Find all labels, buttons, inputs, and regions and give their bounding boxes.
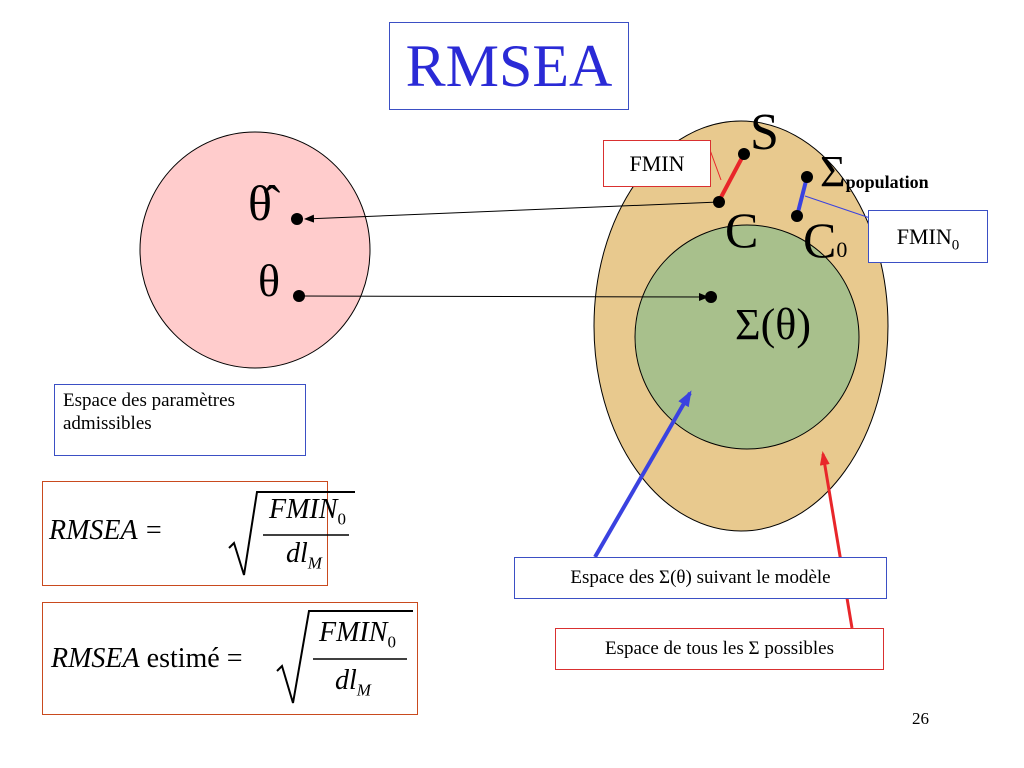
c0-main: C	[803, 212, 837, 268]
parameter-space-caption-line2: admissibles	[63, 413, 152, 434]
arrow-theta-to-sigma-theta	[298, 292, 709, 301]
sigma-population-symbol: Σpopulation	[820, 150, 929, 194]
theta-hat-dot	[291, 213, 303, 225]
fmin0-subscript: 0	[951, 237, 960, 254]
c-dot	[713, 196, 725, 208]
all-space-caption: Espace de tous les Σ possibles	[555, 628, 884, 670]
denominator-subscript: M	[356, 680, 371, 700]
c0-dot	[791, 210, 803, 222]
page-number: 26	[912, 709, 929, 728]
c0-subscript: 0	[836, 237, 848, 262]
rmsea-estimated-formula-lhs: RMSEA estimé =	[51, 643, 243, 675]
rmsea-estimated-formula-radical	[276, 610, 413, 704]
theta-symbol: θ	[258, 255, 281, 306]
fmin-label-box: FMIN	[603, 140, 711, 187]
s-symbol: S	[750, 104, 779, 161]
denominator-subscript: M	[307, 553, 322, 573]
rmsea-formula-lhs: RMSEA =	[49, 515, 164, 546]
all-space-pointer-arrow	[819, 451, 854, 629]
fmin0-label-connector	[804, 195, 871, 219]
model-space-caption: Espace des Σ(θ) suivant le modèle	[514, 557, 887, 599]
denominator-text: dl	[335, 665, 357, 696]
sigma-theta-dot	[705, 291, 717, 303]
population-subscript: population	[845, 172, 929, 192]
rmsea-formula-denominator: dlM	[286, 538, 322, 574]
model-space-pointer-arrow	[593, 390, 692, 559]
slide-title: RMSEA	[389, 22, 629, 110]
c-symbol: C	[725, 202, 759, 258]
numerator-subscript: 0	[387, 632, 396, 652]
c0-symbol: C0	[803, 215, 847, 265]
fmin-segment	[717, 153, 746, 202]
denominator-text: dl	[286, 538, 308, 569]
rmsea-italic: RMSEA	[51, 643, 140, 674]
arrow-c-to-theta-hat	[304, 201, 720, 223]
rmsea-formula-radical	[228, 491, 355, 576]
estime-text: estimé =	[139, 643, 243, 674]
parameter-space-circle	[139, 131, 371, 369]
numerator-text: FMIN	[269, 494, 338, 525]
rmsea-estimated-formula-denominator: dlM	[335, 665, 371, 701]
fmin-label-connector	[709, 149, 722, 181]
rmsea-formula-numerator: FMIN0	[269, 494, 346, 530]
parameter-space-caption-line1: Espace des paramètres	[63, 390, 235, 411]
sigma-population-dot	[801, 171, 813, 183]
theta-hat-symbol: θ̂	[248, 175, 272, 231]
sigma-theta-symbol: Σ(θ)	[735, 300, 811, 349]
rmsea-formula-box: RMSEA = FMIN0 dlM	[42, 481, 355, 586]
fmin0-main: FMIN	[896, 224, 952, 249]
fmin0-label-box: FMIN0	[868, 210, 988, 263]
rmsea-estimated-formula-box: RMSEA estimé = FMIN0 dlM	[42, 602, 418, 715]
fmin0-segment	[795, 176, 809, 217]
sigma-glyph: Σ	[820, 147, 846, 196]
rmsea-estimated-formula-numerator: FMIN0	[319, 617, 396, 653]
numerator-text: FMIN	[319, 617, 388, 648]
numerator-subscript: 0	[337, 509, 346, 529]
theta-dot	[293, 290, 305, 302]
parameter-space-caption: Espace des paramètres admissibles	[54, 384, 306, 456]
s-dot	[738, 148, 750, 160]
